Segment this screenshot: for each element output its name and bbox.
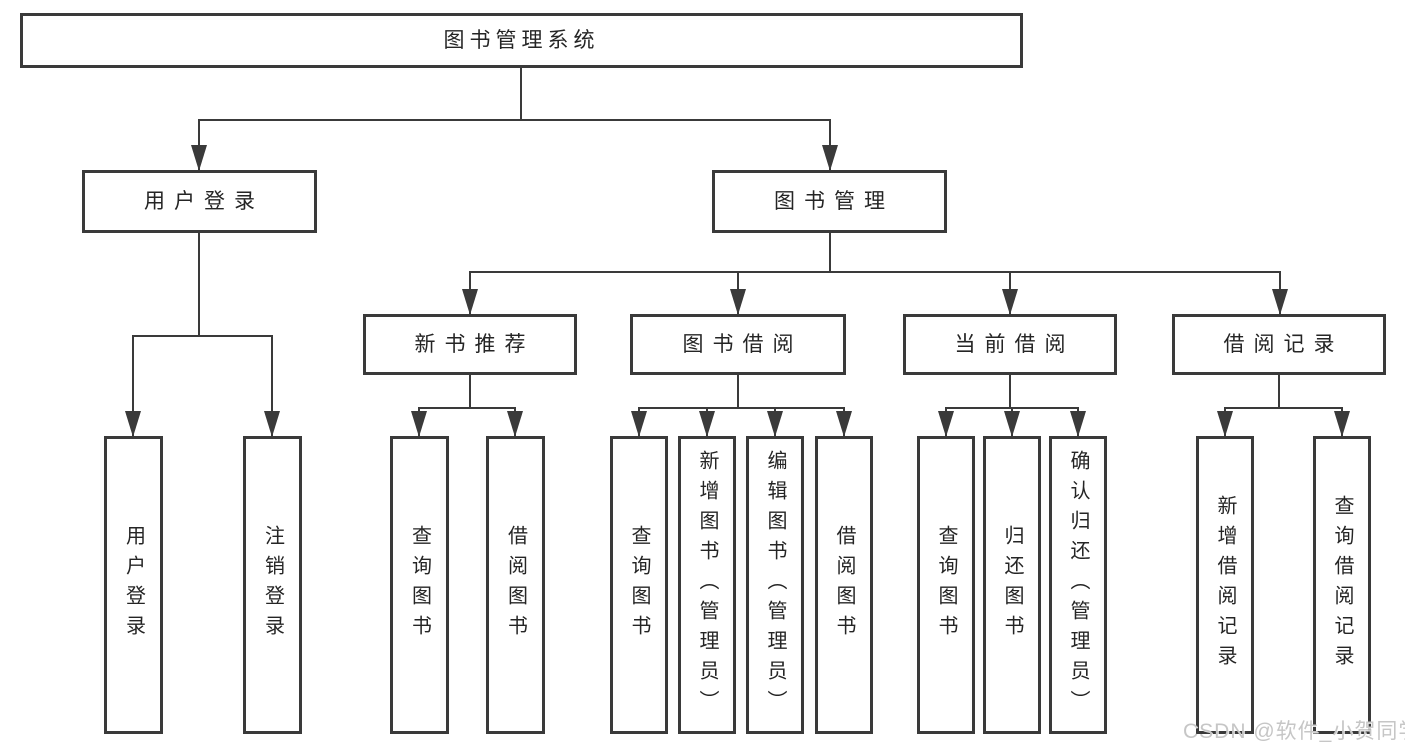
spine-root <box>198 68 831 121</box>
leaf-borrow-books-1: 借阅图书 <box>486 436 545 734</box>
spine-book-borrow <box>638 374 845 409</box>
leaf-query-borrow-record-label: 查询借阅记录 <box>1331 495 1353 675</box>
leaf-edit-books-admin: 编辑图书（管理员） <box>746 436 804 734</box>
node-current-borrow-label: 当前借阅 <box>954 333 1075 356</box>
node-user-login: 用户登录 <box>82 170 317 233</box>
leaf-query-books-1-label: 查询图书 <box>408 525 431 645</box>
spine-book-management <box>469 233 1281 273</box>
leaf-borrow-books-1-label: 借阅图书 <box>504 525 527 645</box>
node-root: 图书管理系统 <box>20 13 1023 68</box>
node-borrow-records: 借阅记录 <box>1172 314 1386 375</box>
node-book-borrow-label: 图书借阅 <box>682 333 803 356</box>
node-book-borrow: 图书借阅 <box>630 314 846 375</box>
leaf-query-books-3: 查询图书 <box>917 436 975 734</box>
spine-user-login <box>132 233 273 337</box>
leaf-query-books-2: 查询图书 <box>610 436 668 734</box>
leaf-query-borrow-record: 查询借阅记录 <box>1313 436 1371 734</box>
leaf-return-books: 归还图书 <box>983 436 1041 734</box>
spine-current-borrow <box>945 374 1079 409</box>
leaf-logout: 注销登录 <box>243 436 302 734</box>
leaf-add-books-admin: 新增图书（管理员） <box>678 436 736 734</box>
leaf-query-books-2-label: 查询图书 <box>628 525 650 645</box>
node-root-label: 图书管理系统 <box>443 29 600 52</box>
leaf-borrow-books-2: 借阅图书 <box>815 436 873 734</box>
leaf-return-books-label: 归还图书 <box>1001 525 1023 645</box>
node-new-book-recommend-label: 新书推荐 <box>414 333 535 356</box>
leaf-add-borrow-record: 新增借阅记录 <box>1196 436 1254 734</box>
node-borrow-records-label: 借阅记录 <box>1223 333 1344 356</box>
leaf-user-login-label: 用户登录 <box>122 525 145 645</box>
leaf-borrow-books-2-label: 借阅图书 <box>833 525 855 645</box>
node-current-borrow: 当前借阅 <box>903 314 1117 375</box>
leaf-edit-books-admin-label: 编辑图书（管理员） <box>764 450 786 720</box>
node-book-management-label: 图书管理 <box>774 190 894 213</box>
leaf-add-borrow-record-label: 新增借阅记录 <box>1214 495 1236 675</box>
leaf-user-login: 用户登录 <box>104 436 163 734</box>
leaf-logout-label: 注销登录 <box>261 525 284 645</box>
leaf-query-books-3-label: 查询图书 <box>935 525 957 645</box>
node-book-management: 图书管理 <box>712 170 947 233</box>
leaf-query-books-1: 查询图书 <box>390 436 449 734</box>
csdn-watermark: CSDN @软件_小贺同学 <box>1183 720 1405 743</box>
spine-borrow-records <box>1224 374 1343 409</box>
leaf-add-books-admin-label: 新增图书（管理员） <box>696 450 718 720</box>
spine-new-book <box>418 374 516 409</box>
node-user-login-label: 用户登录 <box>144 190 264 213</box>
leaf-confirm-return-admin-label: 确认归还（管理员） <box>1067 450 1089 720</box>
leaf-confirm-return-admin: 确认归还（管理员） <box>1049 436 1107 734</box>
node-new-book-recommend: 新书推荐 <box>363 314 577 375</box>
